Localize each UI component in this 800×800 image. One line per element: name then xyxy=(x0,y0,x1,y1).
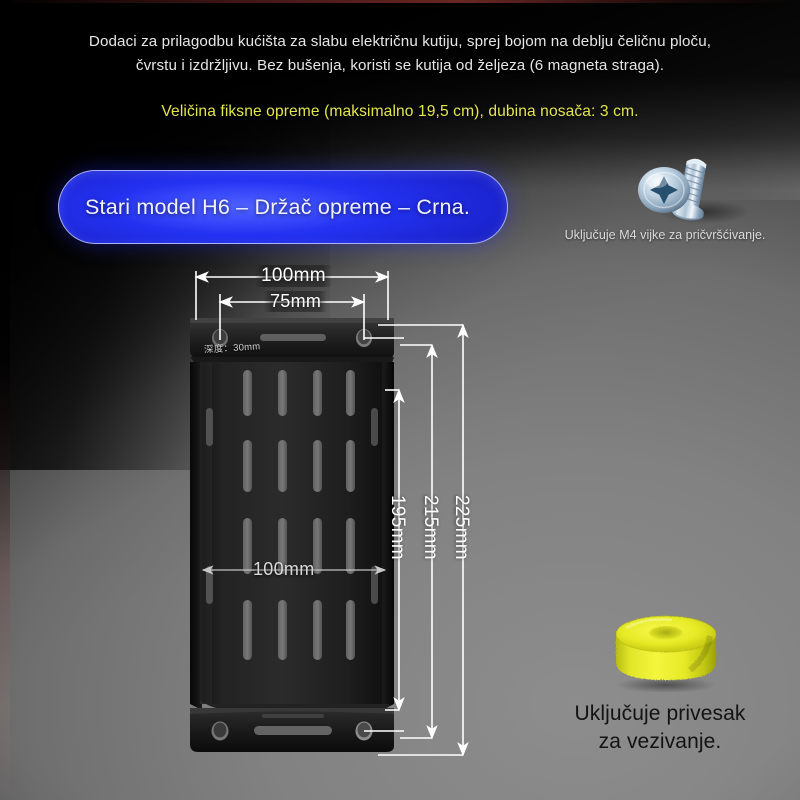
screw-icon xyxy=(620,140,750,235)
headline-line-2: čvrstu i izdržljivu. Bez bušenja, korist… xyxy=(28,54,772,78)
subtitle-text: Veličina fiksne opreme (maksimalno 19,5 … xyxy=(28,101,772,123)
velcro-caption-line-1: Uključuje privesak xyxy=(520,700,800,728)
velcro-caption: Uključuje privesak za vezivanje. xyxy=(520,700,800,756)
bracket-illustration xyxy=(186,312,398,760)
velcro-caption-line-2: za vezivanje. xyxy=(520,728,800,756)
velcro-roll-icon xyxy=(602,612,730,693)
background-top-band xyxy=(0,0,800,190)
background-left-edge xyxy=(0,0,10,800)
product-name-label: Stari model H6 – Držač opreme – Crna. xyxy=(59,195,470,220)
headline-text: Dodaci za prilagodbu kućišta za slabu el… xyxy=(28,30,772,78)
background-top-accent-line xyxy=(0,0,800,3)
screw-caption: Uključuje M4 vijke za pričvršćivanje. xyxy=(530,228,800,242)
headline-line-1: Dodaci za prilagodbu kućišta za slabu el… xyxy=(28,30,772,54)
